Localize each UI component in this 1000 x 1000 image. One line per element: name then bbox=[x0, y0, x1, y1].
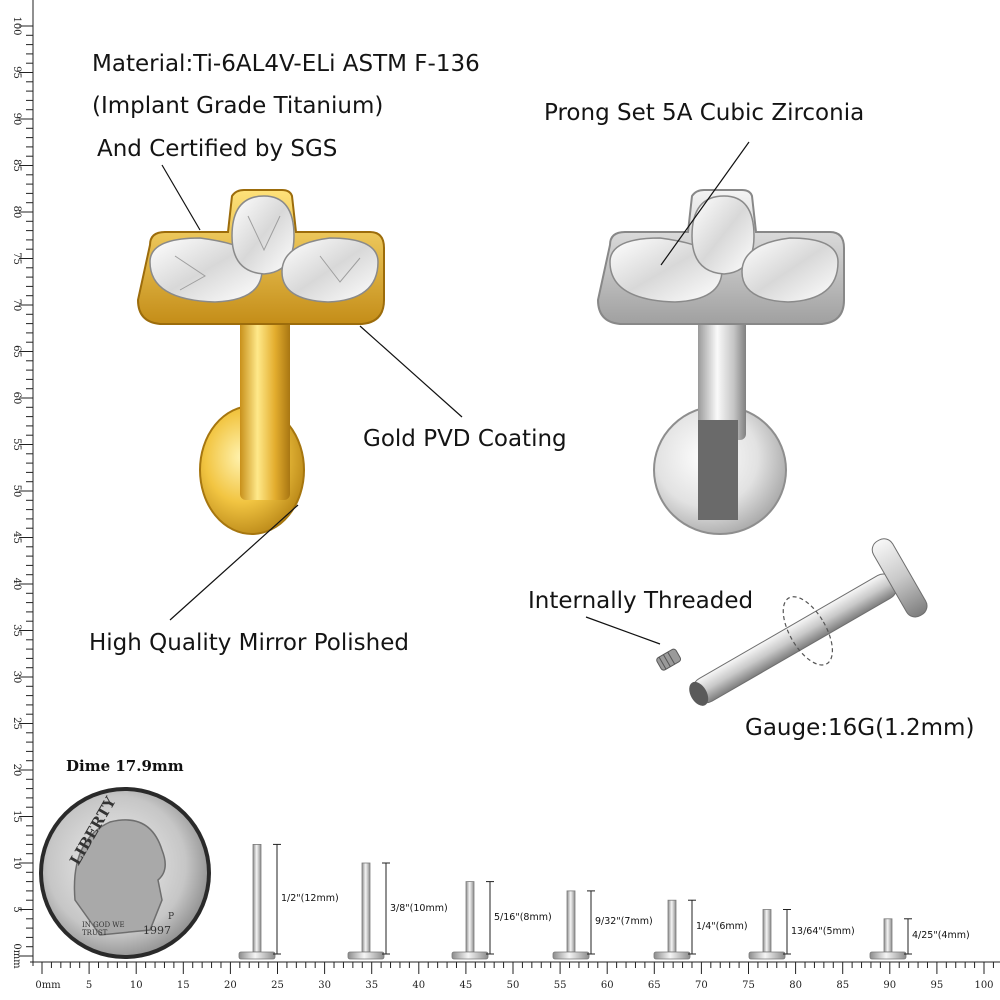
bar-disc bbox=[451, 951, 489, 960]
horizontal-ruler-label: 55 bbox=[554, 980, 567, 991]
vertical-ruler-label: 30 bbox=[11, 671, 22, 684]
vertical-ruler-label: 5 bbox=[11, 906, 22, 912]
bar-disc bbox=[869, 951, 907, 960]
threaded-post bbox=[656, 538, 928, 706]
horizontal-ruler-label: 20 bbox=[224, 980, 237, 991]
horizontal-ruler-label: 95 bbox=[931, 980, 944, 991]
bar-length-label: 3/8"(10mm) bbox=[390, 902, 448, 914]
prong-callout: Prong Set 5A Cubic Zirconia bbox=[544, 100, 865, 126]
coin-motto-text: IN GOD WE TRUST bbox=[82, 921, 125, 937]
horizontal-ruler-label: 70 bbox=[695, 980, 708, 991]
bar-length-label: 5/16"(8mm) bbox=[494, 911, 552, 923]
threaded-callout: Internally Threaded bbox=[528, 588, 754, 614]
vertical-ruler-label: 50 bbox=[11, 485, 22, 498]
vertical-ruler-label: 95 bbox=[11, 66, 22, 79]
horizontal-ruler-label: 75 bbox=[742, 980, 755, 991]
bar-disc bbox=[748, 951, 786, 960]
horizontal-ruler-label: 0mm bbox=[35, 980, 61, 991]
bar-length-label: 4/25"(4mm) bbox=[912, 930, 970, 942]
vertical-ruler: 0mm 5 10 15 20 25 30 35 40 45 50 55 60 65 70 75 80 85 90 95… bbox=[11, 0, 34, 969]
vertical-ruler-label: 100 bbox=[11, 16, 22, 35]
gauge-callout: Gauge:16G(1.2mm) bbox=[745, 715, 975, 741]
vertical-ruler-label: 0mm bbox=[11, 943, 22, 969]
horizontal-ruler-label: 80 bbox=[789, 980, 802, 991]
vertical-ruler-label: 15 bbox=[11, 810, 22, 823]
coin-year-text: 1997 bbox=[143, 924, 171, 937]
horizontal-ruler-label: 15 bbox=[177, 980, 190, 991]
mirror-polish-callout: High Quality Mirror Polished bbox=[89, 630, 409, 656]
dime-size-label: Dime 17.9mm bbox=[66, 757, 184, 775]
horizontal-ruler-label: 10 bbox=[130, 980, 143, 991]
horizontal-ruler-label: 50 bbox=[507, 980, 520, 991]
bar-disc bbox=[653, 951, 691, 960]
horizontal-ruler-label: 45 bbox=[460, 980, 473, 991]
horizontal-ruler-label: 40 bbox=[412, 980, 425, 991]
vertical-ruler-label: 25 bbox=[11, 717, 22, 730]
bar-length-label: 9/32"(7mm) bbox=[595, 916, 653, 928]
vertical-ruler-label: 90 bbox=[11, 113, 22, 126]
gold-coating-callout: Gold PVD Coating bbox=[363, 426, 567, 452]
vertical-ruler-label: 40 bbox=[11, 578, 22, 591]
leader-lines bbox=[161, 141, 750, 645]
vertical-ruler-label: 85 bbox=[11, 159, 22, 172]
vertical-ruler-label: 65 bbox=[11, 345, 22, 358]
gold-labret bbox=[136, 189, 385, 535]
bar-length-label: 13/64"(5mm) bbox=[791, 925, 855, 937]
bar-post bbox=[465, 881, 475, 953]
bar-post bbox=[361, 862, 371, 953]
bar-post bbox=[252, 844, 262, 953]
bar-disc bbox=[238, 951, 276, 960]
vertical-ruler-label: 55 bbox=[11, 438, 22, 451]
vertical-ruler-label: 10 bbox=[11, 857, 22, 870]
bar-post bbox=[566, 890, 576, 953]
silver-labret bbox=[596, 189, 845, 535]
vertical-ruler-label: 80 bbox=[11, 206, 22, 219]
bar-post bbox=[762, 909, 772, 953]
horizontal-ruler-label: 30 bbox=[318, 980, 331, 991]
bar-disc bbox=[552, 951, 590, 960]
horizontal-ruler-label: 5 bbox=[86, 980, 92, 991]
vertical-ruler-label: 70 bbox=[11, 299, 22, 312]
vertical-ruler-label: 35 bbox=[11, 624, 22, 637]
bar-length-label: 1/4"(6mm) bbox=[696, 921, 748, 933]
bar-post bbox=[883, 918, 893, 953]
dime-coin bbox=[39, 787, 211, 959]
bar-disc bbox=[347, 951, 385, 960]
horizontal-ruler-label: 25 bbox=[271, 980, 284, 991]
bar-length-label: 1/2"(12mm) bbox=[281, 893, 339, 905]
material-callout-line2: (Implant Grade Titanium) bbox=[92, 93, 384, 119]
material-callout-line3: And Certified by SGS bbox=[97, 136, 338, 162]
vertical-ruler-label: 45 bbox=[11, 531, 22, 544]
coin-mint-mark: P bbox=[168, 912, 175, 922]
material-callout-line1: Material:Ti-6AL4V-ELi ASTM F-136 bbox=[92, 51, 480, 77]
horizontal-ruler-label: 90 bbox=[883, 980, 896, 991]
horizontal-ruler: 0mm 5 10 15 20 25 30 35 40 45 50 55 60 65 70 75 80 85 90 95… bbox=[30, 961, 1000, 991]
vertical-ruler-label: 20 bbox=[11, 764, 22, 777]
horizontal-ruler-label: 65 bbox=[648, 980, 661, 991]
vertical-ruler-label: 75 bbox=[11, 252, 22, 265]
horizontal-ruler-label: 100 bbox=[974, 980, 993, 991]
horizontal-ruler-label: 60 bbox=[601, 980, 614, 991]
bar-post bbox=[667, 899, 677, 953]
bar-length-chart bbox=[238, 843, 912, 960]
vertical-ruler-label: 60 bbox=[11, 392, 22, 405]
horizontal-ruler-label: 85 bbox=[836, 980, 849, 991]
horizontal-ruler-label: 35 bbox=[365, 980, 378, 991]
